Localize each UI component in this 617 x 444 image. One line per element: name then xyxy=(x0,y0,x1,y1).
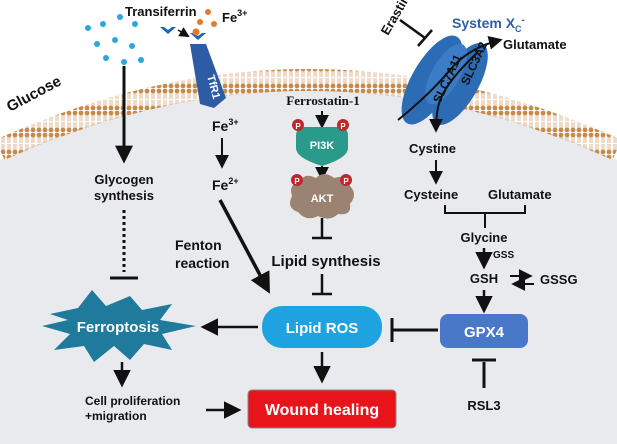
erastin-inhibit-bar xyxy=(417,29,433,47)
migration-label: +migration xyxy=(85,409,147,423)
glucose-molecules xyxy=(85,14,144,65)
glycine-label: Glycine xyxy=(461,230,508,245)
gpx4-label: GPX4 xyxy=(464,324,505,341)
transferrin-label: Transiferrin xyxy=(125,4,197,19)
fenton-arrow xyxy=(218,199,270,294)
glucose-label: Glucose xyxy=(4,73,64,116)
erastin-inhibit-line xyxy=(399,18,426,40)
tfr1-receptor: TfR1 xyxy=(190,44,226,108)
wound-healing-node xyxy=(247,389,397,429)
transferrin-binding-arrow xyxy=(177,27,190,38)
fe3-in-label: Fe3+ xyxy=(212,117,239,134)
svg-text:P: P xyxy=(295,122,301,131)
glycogen-label: Glycogen xyxy=(94,172,153,187)
rsl3-label: RSL3 xyxy=(467,398,500,413)
wound-healing-label: Wound healing xyxy=(265,402,379,419)
gssg-label: GSSG xyxy=(540,272,578,287)
ferroptosis-label: Ferroptosis xyxy=(77,319,160,336)
fe2-in-label: Fe2+ xyxy=(212,176,239,193)
iron-dot-icon xyxy=(192,28,200,36)
cystine-import-arrow xyxy=(429,51,479,133)
akt-label: AKT xyxy=(311,193,334,205)
lipid-ros-label: Lipid ROS xyxy=(286,320,359,337)
reaction-label: reaction xyxy=(175,255,229,271)
fe3-top-label: Fe3+ xyxy=(222,8,247,25)
cell-membrane xyxy=(0,69,617,161)
cysteine-label: Cysteine xyxy=(404,187,458,202)
svg-text:P: P xyxy=(294,177,300,186)
glutamate-out-label: Glutamate xyxy=(503,37,567,52)
phospho-pi3k-right xyxy=(337,119,349,131)
cell-prolif-label: Cell proliferation xyxy=(85,394,180,408)
pi3k-node xyxy=(296,127,348,166)
pi3k-label: PI3K xyxy=(310,140,335,152)
cell-cytoplasm xyxy=(0,90,617,444)
lipid-ros-node xyxy=(262,306,382,348)
svg-text:P: P xyxy=(343,177,349,186)
svg-text:P: P xyxy=(340,122,346,131)
transferrin-chevron-icon xyxy=(160,27,176,34)
akt-node xyxy=(290,174,354,219)
phospho-akt-right xyxy=(340,174,352,186)
phospho-akt-left xyxy=(291,174,303,186)
lipid-synthesis-label: Lipid synthesis xyxy=(271,253,380,270)
phospho-pi3k-left xyxy=(292,119,304,131)
gsh-label: GSH xyxy=(470,271,498,286)
gss-label: GSS xyxy=(493,250,514,261)
gpx4-node xyxy=(440,314,528,348)
ferroptosis-star xyxy=(42,290,196,362)
synthesis-label: synthesis xyxy=(94,188,154,203)
glutamate-in-label: Glutamate xyxy=(488,187,552,202)
system-xc-label: System XC- xyxy=(452,15,525,34)
erastin-label: Erastin xyxy=(378,0,413,37)
glutamate-export-arrow xyxy=(397,35,503,121)
cystine-label: Cystine xyxy=(409,141,456,156)
ferrostatin-label: Ferrostatin-1 xyxy=(286,93,359,108)
fenton-label: Fenton xyxy=(175,237,222,253)
